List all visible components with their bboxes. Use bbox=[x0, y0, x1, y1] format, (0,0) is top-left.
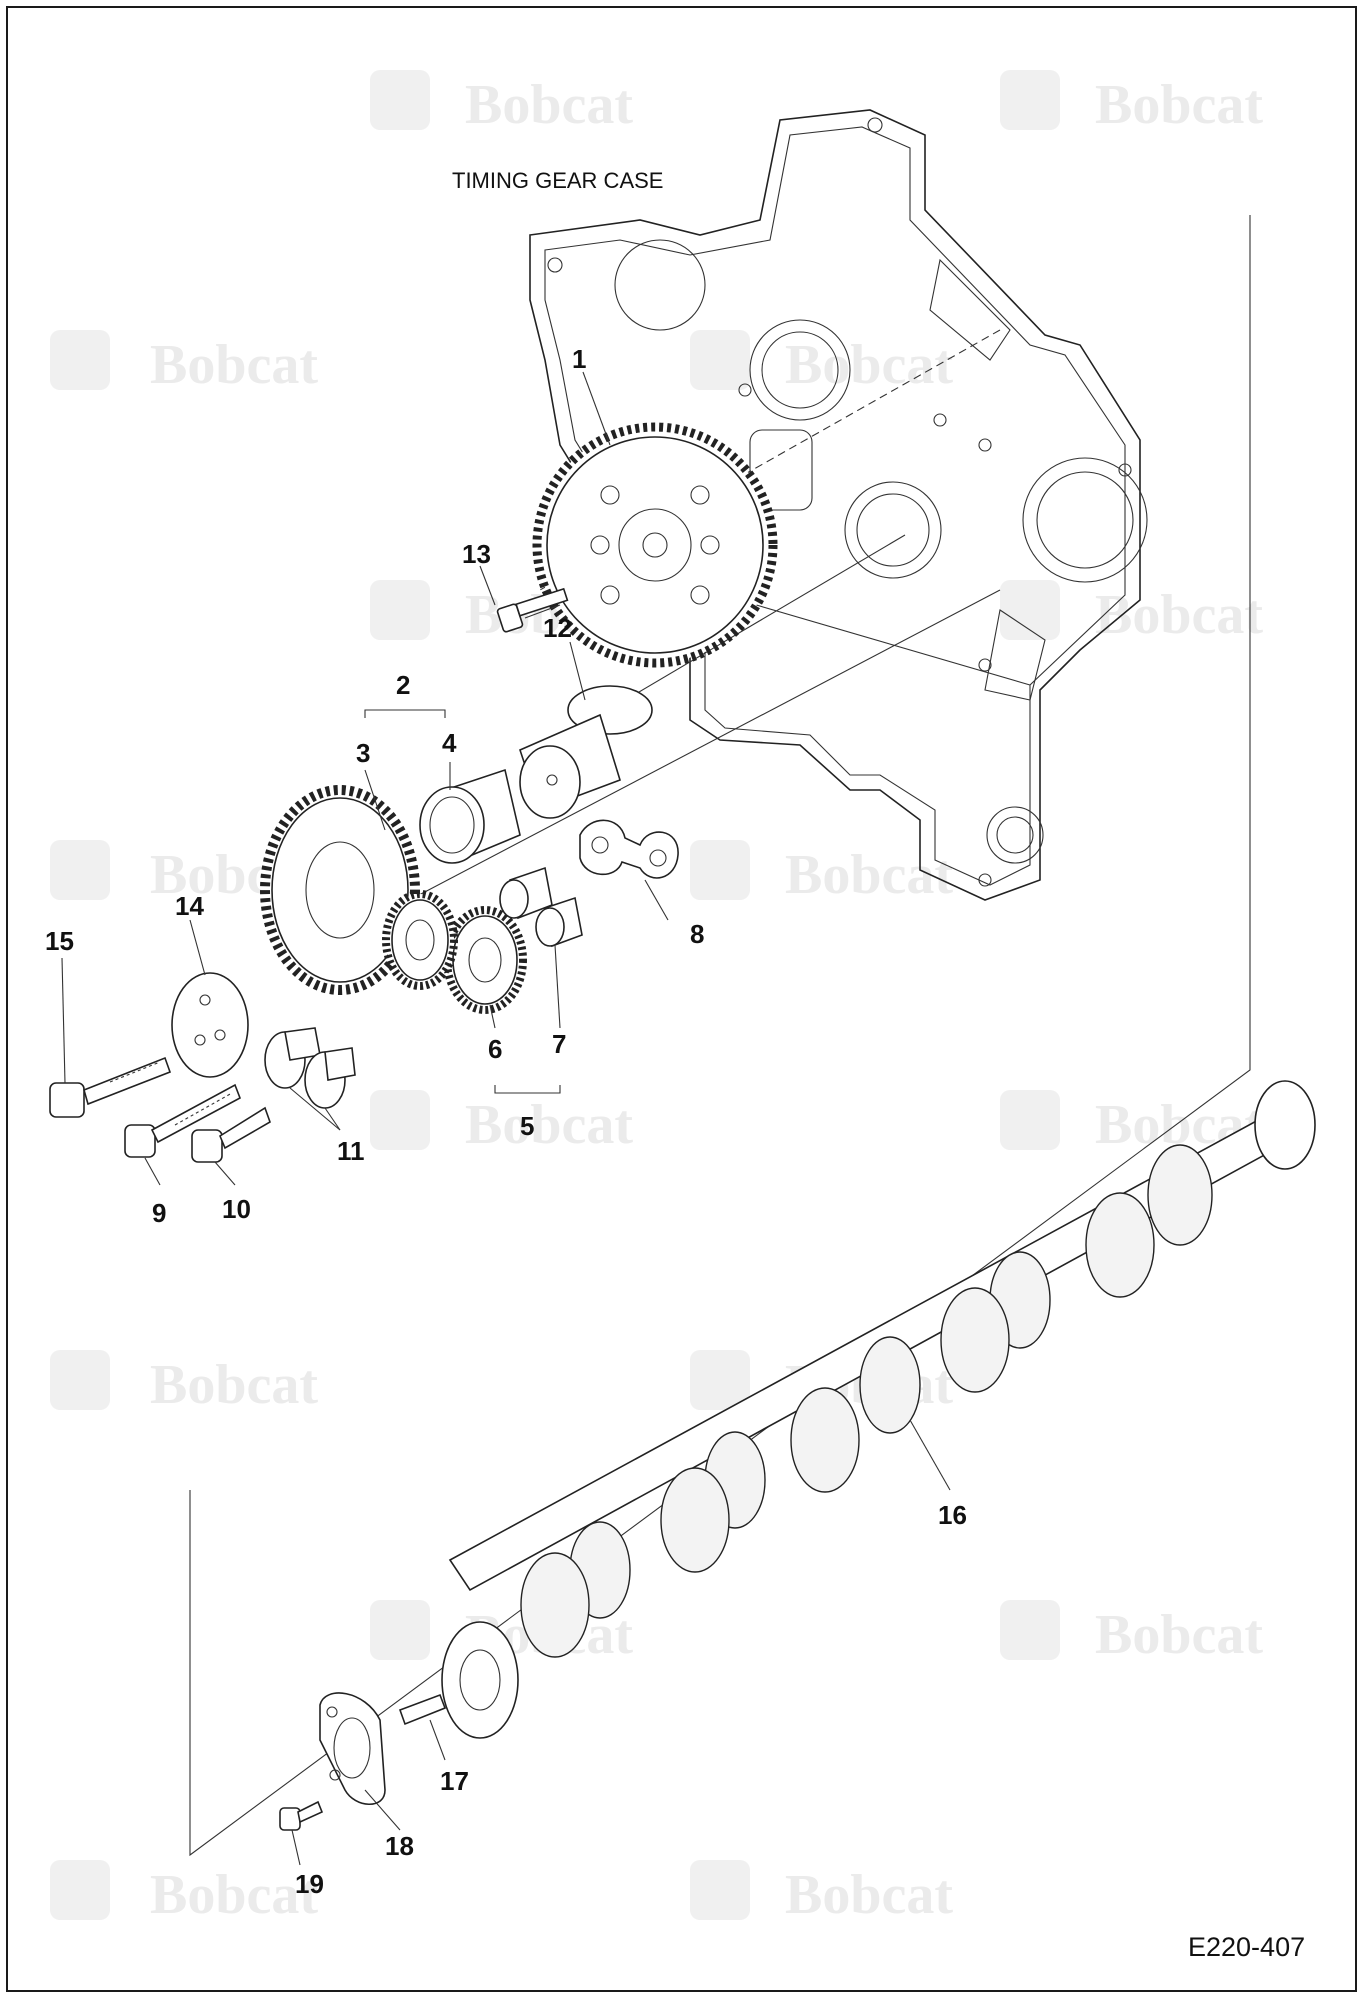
callout-19: 19 bbox=[295, 1869, 324, 1899]
washers-11 bbox=[264, 1027, 356, 1109]
bolt-13 bbox=[496, 587, 569, 633]
timing-gear-case-label: TIMING GEAR CASE bbox=[452, 168, 663, 193]
watermark: Bobcat bbox=[50, 1860, 318, 1926]
callout-4: 4 bbox=[442, 728, 457, 758]
svg-text:Bobcat: Bobcat bbox=[150, 1354, 318, 1416]
bolt-15 bbox=[49, 1056, 172, 1118]
svg-text:Bobcat: Bobcat bbox=[1095, 584, 1263, 646]
svg-text:Bobcat: Bobcat bbox=[1095, 1604, 1263, 1666]
bushing-4 bbox=[419, 768, 521, 864]
watermark: Bobcat bbox=[690, 1860, 953, 1926]
small-gear-6 bbox=[443, 906, 527, 1014]
svg-text:Bobcat: Bobcat bbox=[785, 334, 953, 396]
watermark: Bobcat bbox=[690, 330, 953, 396]
callout-1: 1 bbox=[572, 344, 586, 374]
assembly-axes bbox=[399, 329, 1001, 906]
thrust-plate-18 bbox=[319, 1692, 386, 1805]
watermark: Bobcat bbox=[690, 840, 953, 906]
callout-16: 16 bbox=[938, 1500, 967, 1530]
bolt-19 bbox=[279, 1800, 324, 1831]
bolt-9 bbox=[124, 1083, 241, 1158]
callout-9: 9 bbox=[152, 1198, 166, 1228]
callout-18: 18 bbox=[385, 1831, 414, 1861]
callout-14: 14 bbox=[175, 891, 204, 921]
callout-10: 10 bbox=[222, 1194, 251, 1224]
small-gear-rear bbox=[382, 890, 458, 990]
link-plate-8 bbox=[579, 819, 679, 879]
dowel-pin-17 bbox=[398, 1693, 447, 1726]
svg-text:Bobcat: Bobcat bbox=[1095, 74, 1263, 136]
callout-2: 2 bbox=[396, 670, 410, 700]
callout-3: 3 bbox=[356, 738, 370, 768]
camshaft-16 bbox=[441, 1080, 1316, 1739]
watermark: Bobcat bbox=[370, 1090, 633, 1156]
watermark: Bobcat bbox=[370, 70, 633, 136]
callout-11: 11 bbox=[337, 1136, 365, 1166]
svg-text:Bobcat: Bobcat bbox=[465, 1094, 633, 1156]
callout-7: 7 bbox=[552, 1029, 566, 1059]
svg-text:Bobcat: Bobcat bbox=[150, 334, 318, 396]
svg-text:Bobcat: Bobcat bbox=[465, 74, 633, 136]
callout-6: 6 bbox=[488, 1034, 502, 1064]
callout-labels: 1 2 3 4 5 6 7 8 9 10 11 12 13 14 15 16 1… bbox=[45, 344, 967, 1899]
watermark: Bobcat bbox=[50, 330, 318, 396]
svg-text:Bobcat: Bobcat bbox=[150, 1864, 318, 1926]
callout-13: 13 bbox=[462, 539, 491, 569]
callout-17: 17 bbox=[440, 1766, 469, 1796]
callout-15: 15 bbox=[45, 926, 74, 956]
callout-5: 5 bbox=[520, 1111, 534, 1141]
callout-8: 8 bbox=[690, 919, 704, 949]
idler-gear bbox=[532, 422, 778, 668]
watermark: Bobcat bbox=[1000, 1600, 1263, 1666]
idler-shaft bbox=[519, 685, 653, 819]
watermark: Bobcat bbox=[1000, 70, 1263, 136]
svg-text:Bobcat: Bobcat bbox=[785, 844, 953, 906]
bolt-10 bbox=[191, 1106, 271, 1163]
thrust-washer-14 bbox=[171, 972, 249, 1078]
watermark: Bobcat bbox=[50, 1350, 318, 1416]
main-gear-3 bbox=[260, 785, 420, 995]
leader-lines bbox=[61, 371, 951, 1866]
drawing-code: E220-407 bbox=[1188, 1932, 1305, 1962]
svg-text:Bobcat: Bobcat bbox=[785, 1864, 953, 1926]
diagram-border bbox=[6, 6, 1357, 1992]
callout-12: 12 bbox=[543, 613, 572, 643]
bushing-7 bbox=[499, 866, 583, 948]
